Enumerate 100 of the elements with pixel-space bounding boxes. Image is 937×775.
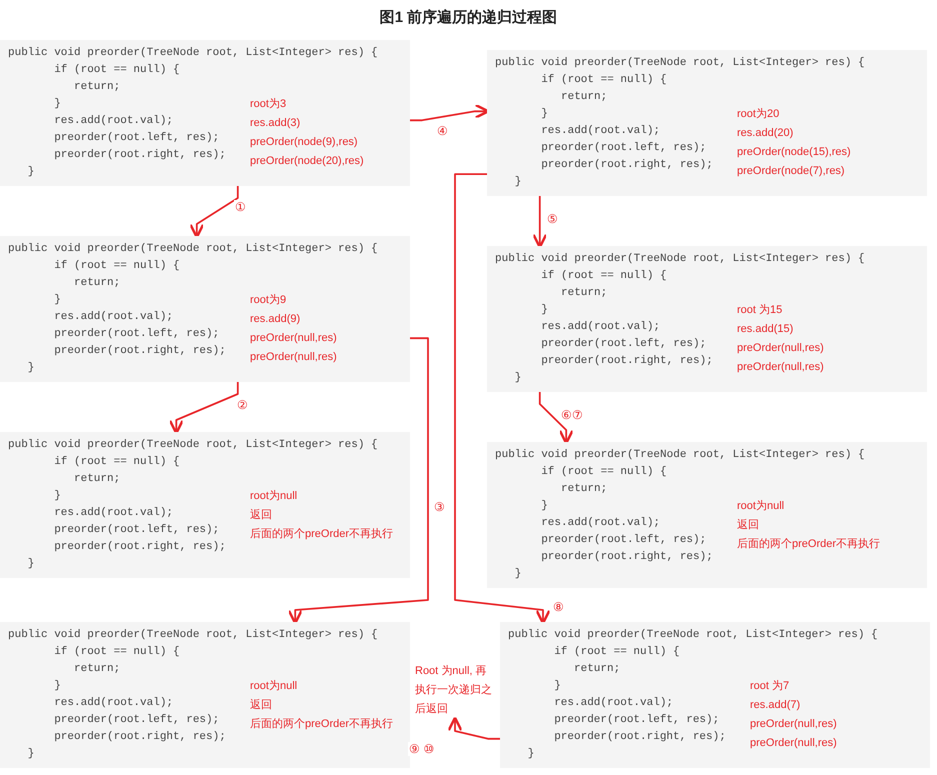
code-line: res.add(root.val); <box>540 124 660 138</box>
arrow <box>454 173 551 625</box>
code-line: if (root == null) { <box>53 259 180 273</box>
code-line: public void preorder(TreeNode root, List<Integer> res) { <box>508 628 878 642</box>
annotation: preOrder(null,res) <box>737 341 824 355</box>
code-line: res.add(root.val); <box>53 114 174 128</box>
annotation: 返回 <box>250 698 272 712</box>
annotation: root为20 <box>737 107 780 121</box>
arrow <box>189 186 239 239</box>
annotation: 返回 <box>737 518 759 532</box>
figure-title: 图1 前序遍历的递归过程图 <box>380 9 558 26</box>
edge-label: ⑨ ⑩ <box>408 742 436 756</box>
code-line: if (root == null) { <box>53 63 180 77</box>
code-line: return; <box>73 80 120 94</box>
code-line: preorder(root.left, res); <box>540 533 706 547</box>
code-line: preorder(root.right, res); <box>553 730 726 744</box>
code-line: if (root == null) { <box>540 465 667 479</box>
code-block <box>0 432 410 578</box>
edge-label: ③ <box>433 500 446 514</box>
annotation: root为3 <box>250 97 286 111</box>
code-line: } <box>540 303 548 317</box>
code-line: } <box>514 175 522 189</box>
code-line: return; <box>573 662 620 676</box>
annotation: res.add(15) <box>737 322 794 336</box>
annotation: res.add(20) <box>737 126 794 140</box>
code-block <box>500 622 930 768</box>
code-line: public void preorder(TreeNode root, List<Integer> res) { <box>495 56 865 70</box>
code-line: preorder(root.left, res); <box>53 131 220 145</box>
edge-label: ⑧ <box>552 600 565 614</box>
arrow <box>447 716 500 740</box>
annotation: preOrder(node(20),res) <box>250 154 364 168</box>
code-line: } <box>514 371 522 385</box>
annotation: preOrder(null,res) <box>737 360 824 374</box>
code-line: public void preorder(TreeNode root, List<Integer> res) { <box>495 448 865 462</box>
code-line: } <box>53 679 61 693</box>
note-text: Root 为null, 再执行一次递归之后返回 <box>415 662 495 719</box>
code-line: } <box>514 567 522 581</box>
code-line: } <box>26 361 34 375</box>
code-block <box>0 236 410 382</box>
code-line: return; <box>73 662 120 676</box>
code-line: } <box>26 747 34 761</box>
code-line: if (root == null) { <box>553 645 680 659</box>
code-line: preorder(root.right, res); <box>53 540 226 554</box>
code-line: } <box>53 293 61 307</box>
code-line: preorder(root.right, res); <box>540 550 713 564</box>
code-line: } <box>526 747 534 761</box>
annotation: preOrder(null,res) <box>750 736 837 750</box>
annotation: preOrder(null,res) <box>250 331 337 345</box>
code-block <box>0 622 410 768</box>
annotation: root为null <box>250 679 298 693</box>
annotation: 返回 <box>250 508 272 522</box>
code-line: public void preorder(TreeNode root, List<Integer> res) { <box>8 46 378 60</box>
code-line: preorder(root.left, res); <box>553 713 720 727</box>
annotation: preOrder(node(9),res) <box>250 135 358 149</box>
code-line: return; <box>73 472 120 486</box>
annotation: preOrder(null,res) <box>250 350 337 364</box>
code-block <box>0 40 410 186</box>
annotation: preOrder(node(7),res) <box>737 164 845 178</box>
annotation: preOrder(null,res) <box>750 717 837 731</box>
code-block <box>487 442 927 588</box>
code-line: preorder(root.right, res); <box>53 730 226 744</box>
code-line: preorder(root.left, res); <box>540 141 706 155</box>
annotation: 后面的两个preOrder不再执行 <box>737 537 880 551</box>
edge-label: ④ <box>436 124 449 138</box>
code-line: } <box>553 679 561 693</box>
code-line: } <box>26 557 34 571</box>
edge-label: ⑤ <box>546 212 559 226</box>
code-line: if (root == null) { <box>53 455 180 469</box>
annotation: root为9 <box>250 293 286 307</box>
annotation: res.add(7) <box>750 698 800 712</box>
code-line: } <box>540 499 548 513</box>
code-line: public void preorder(TreeNode root, List<Integer> res) { <box>495 252 865 266</box>
code-line: preorder(root.left, res); <box>540 337 706 351</box>
edge-label: ① <box>234 200 247 214</box>
code-line: return; <box>560 482 608 496</box>
code-line: res.add(root.val); <box>540 320 660 334</box>
annotation: root为null <box>250 489 298 503</box>
code-line: return; <box>560 90 608 104</box>
code-line: return; <box>73 276 120 290</box>
annotation: res.add(3) <box>250 116 300 130</box>
annotation: preOrder(node(15),res) <box>737 145 851 159</box>
code-line: if (root == null) { <box>540 73 667 87</box>
code-line: preorder(root.right, res); <box>540 354 713 368</box>
arrow <box>288 337 429 625</box>
code-line: return; <box>560 286 608 300</box>
code-block <box>487 246 927 392</box>
annotation: 后面的两个preOrder不再执行 <box>250 717 394 731</box>
code-line: preorder(root.left, res); <box>53 713 220 727</box>
arrow <box>168 382 239 435</box>
edge-label: ⑥⑦ <box>560 408 584 422</box>
annotation: 后面的两个preOrder不再执行 <box>250 527 394 541</box>
code-line: res.add(root.val); <box>53 310 174 324</box>
annotation: root为null <box>737 499 784 513</box>
code-line: } <box>26 165 34 179</box>
code-line: preorder(root.right, res); <box>53 148 226 162</box>
code-line: res.add(root.val); <box>540 516 660 530</box>
code-line: res.add(root.val); <box>53 506 174 520</box>
code-line: } <box>53 489 61 503</box>
code-line: } <box>53 97 61 111</box>
annotation: root 为15 <box>737 303 782 317</box>
